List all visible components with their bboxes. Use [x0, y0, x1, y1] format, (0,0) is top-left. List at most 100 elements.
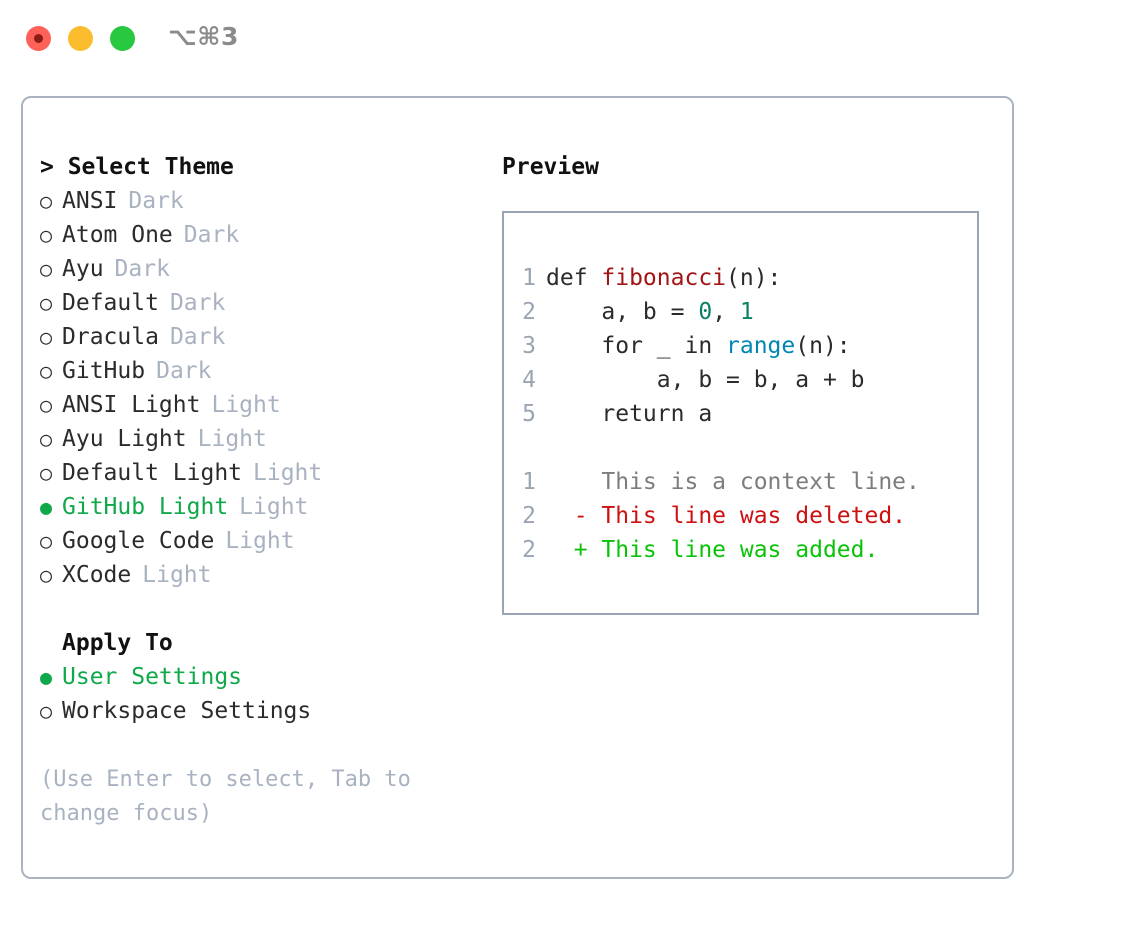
theme-option-label: Ayu Light — [62, 426, 187, 452]
keyboard-hint-text: (Use Enter to select, Tab to change focu… — [40, 767, 411, 826]
theme-variant-tag: Dark — [169, 290, 226, 316]
radio-unselected-icon: ○ — [40, 427, 53, 451]
apply-to-option-label: Workspace Settings — [62, 698, 312, 724]
diff-line-text: This line was added. — [601, 537, 879, 563]
theme-option-default[interactable]: ○ Default Dark — [40, 286, 490, 320]
code-token: def — [546, 265, 602, 291]
radio-unselected-icon: ○ — [40, 563, 53, 587]
theme-variant-tag: Dark — [114, 256, 170, 282]
code-token: a, b = — [546, 299, 699, 325]
code-token: (n): — [795, 333, 851, 359]
minimize-button[interactable] — [68, 26, 93, 51]
theme-option-label: Default — [62, 290, 159, 316]
apply-to-option-user-settings[interactable]: ●User Settings — [40, 660, 490, 694]
theme-option-label: Google Code — [62, 528, 215, 554]
code-line-text: def fibonacci(n): — [546, 261, 781, 295]
theme-variant-tag: Dark — [128, 188, 184, 214]
theme-option-ayu[interactable]: ○ Ayu Dark — [40, 252, 490, 286]
theme-variant-tag: Dark — [156, 358, 212, 384]
code-token: for _ in — [546, 333, 727, 359]
preview-title: Preview — [502, 154, 599, 180]
theme-option-label: GitHub Light — [62, 494, 229, 520]
theme-option-label: XCode — [62, 562, 132, 588]
radio-unselected-icon: ○ — [40, 699, 53, 723]
theme-variant-tag: Light — [197, 426, 267, 452]
apply-to-header: Apply To — [62, 630, 173, 656]
radio-unselected-icon: ○ — [40, 189, 53, 213]
code-line: 2 a, b = 0, 1 — [504, 295, 977, 329]
theme-option-ansi-light[interactable]: ○ ANSI Light Light — [40, 388, 490, 422]
code-line: 1 def fibonacci(n): — [504, 261, 977, 295]
code-line-text: a, b = 0, 1 — [546, 295, 754, 329]
theme-variant-tag: Light — [225, 528, 295, 554]
keyboard-shortcut-label: ⌥⌘3 — [168, 22, 239, 51]
diff-sample-block: 1 This is a context line.2 - This line w… — [504, 465, 977, 567]
theme-option-label: ANSI Light — [62, 392, 201, 418]
code-token: 1 — [739, 299, 754, 325]
code-line-text: a, b = b, a + b — [546, 363, 865, 397]
theme-option-label: Ayu — [62, 256, 104, 282]
code-token: (n): — [726, 265, 782, 291]
line-number: 2 — [522, 299, 536, 325]
radio-unselected-icon: ○ — [40, 291, 53, 315]
theme-option-label: GitHub — [62, 358, 146, 384]
code-diff-spacer — [504, 431, 977, 465]
theme-option-ayu-light[interactable]: ○ Ayu Light Light — [40, 422, 490, 456]
theme-variant-tag: Dark — [183, 222, 240, 248]
theme-variant-tag: Light — [211, 392, 281, 418]
line-number: 2 — [522, 503, 536, 529]
diff-marker: - — [546, 503, 602, 529]
line-number: 1 — [522, 469, 536, 495]
theme-option-label: ANSI — [62, 188, 118, 214]
code-line-text: for _ in range(n): — [546, 329, 851, 363]
diff-line-added: 2 + This line was added. — [504, 533, 977, 567]
radio-unselected-icon: ○ — [40, 461, 53, 485]
code-token: fibonacci — [601, 265, 727, 291]
radio-unselected-icon: ○ — [40, 257, 53, 281]
theme-option-dracula[interactable]: ○ Dracula Dark — [40, 320, 490, 354]
code-token: return a — [546, 401, 713, 427]
diff-marker — [546, 465, 601, 499]
radio-selected-icon: ● — [40, 665, 53, 689]
diff-line-context: 1 This is a context line. — [504, 465, 977, 499]
diff-line-text: This line was deleted. — [601, 503, 907, 529]
zoom-button[interactable] — [110, 26, 135, 51]
diff-marker: + — [546, 537, 602, 563]
line-number: 5 — [522, 401, 536, 427]
diff-line-deleted: 2 - This line was deleted. — [504, 499, 977, 533]
theme-variant-tag: Light — [253, 460, 323, 486]
diff-line-text: This is a context line. — [601, 469, 920, 495]
traffic-light-group — [26, 26, 135, 51]
radio-unselected-icon: ○ — [40, 393, 53, 417]
radio-unselected-icon: ○ — [40, 325, 53, 349]
line-number: 1 — [522, 265, 536, 291]
theme-variant-tag: Light — [142, 562, 212, 588]
apply-to-list: ●User Settings ○ Workspace Settings — [40, 660, 490, 728]
apply-to-option-workspace-settings[interactable]: ○ Workspace Settings — [40, 694, 490, 728]
theme-variant-tag: Dark — [169, 324, 226, 350]
code-line: 5 return a — [504, 397, 977, 431]
code-token: , — [712, 299, 740, 325]
code-token: a, b = b, a + b — [546, 367, 865, 393]
theme-option-ansi[interactable]: ○ ANSI Dark — [40, 184, 490, 218]
close-button[interactable] — [26, 26, 51, 51]
code-line: 4 a, b = b, a + b — [504, 363, 977, 397]
theme-option-label: Dracula — [62, 324, 159, 350]
select-theme-header: > Select Theme — [40, 154, 234, 180]
line-number: 2 — [522, 537, 536, 563]
code-token: range — [726, 333, 796, 359]
apply-to-block: Apply To ●User Settings ○ Workspace Settin… — [40, 626, 490, 728]
line-number: 4 — [522, 367, 536, 393]
theme-option-xcode[interactable]: ○ XCode Light — [40, 558, 490, 592]
line-number: 3 — [522, 333, 536, 359]
